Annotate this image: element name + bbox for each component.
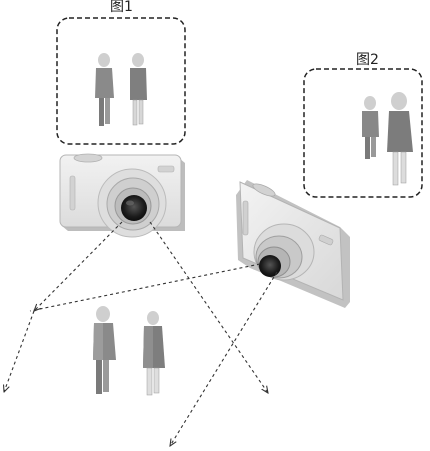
ground-person-right bbox=[143, 311, 165, 396]
camera-2-sight-line-lower bbox=[170, 271, 278, 446]
figure-1-frame bbox=[56, 17, 186, 145]
figure-2-label: 图2 bbox=[356, 52, 379, 68]
camera-2-sight-line-upper bbox=[29, 263, 261, 312]
camera-1-sight-line-right bbox=[149, 221, 268, 393]
figure-1-label: 图1 bbox=[110, 0, 133, 15]
figure-2-person-left bbox=[362, 96, 379, 159]
camera-1-icon bbox=[59, 153, 185, 238]
sight-lines bbox=[4, 221, 278, 446]
ground-person-left bbox=[93, 306, 116, 394]
figure-2-person-right bbox=[387, 92, 413, 186]
figure-1-person-right bbox=[130, 53, 147, 126]
figure-1-person-left bbox=[95, 53, 114, 126]
camera-1-sight-line-left bbox=[34, 221, 123, 311]
camera-1-sight-line-extension bbox=[4, 310, 35, 392]
camera-2-icon bbox=[236, 180, 350, 308]
figure-2-frame bbox=[303, 68, 423, 198]
